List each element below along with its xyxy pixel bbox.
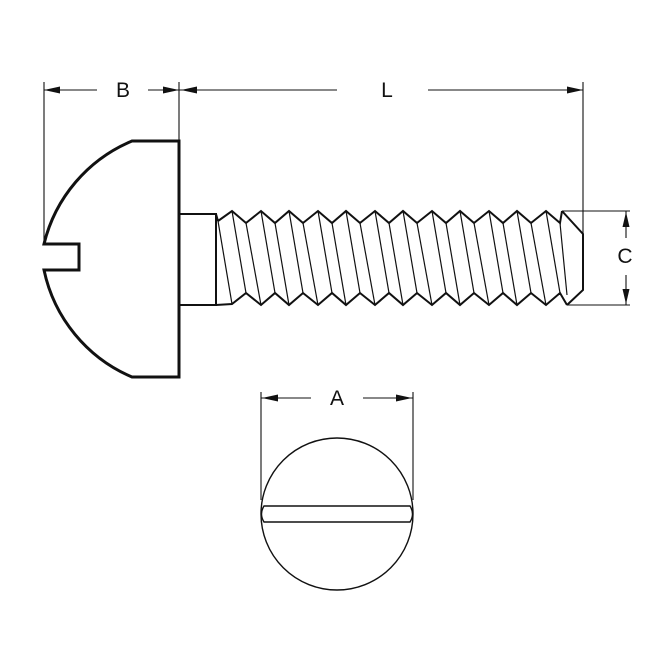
dimension-c: C xyxy=(562,210,633,306)
arrow-icon xyxy=(396,394,412,402)
dimension-l: L xyxy=(179,79,584,234)
thread-start-edge xyxy=(215,213,219,222)
arrow-icon xyxy=(163,86,179,94)
dim-a-label: A xyxy=(330,387,344,410)
head-slot xyxy=(260,505,414,523)
dimension-a: A xyxy=(260,387,414,500)
thread-tip-chamfer xyxy=(561,210,584,306)
dim-l-label: L xyxy=(381,79,393,102)
thread-top-profile xyxy=(217,209,563,225)
thread-body xyxy=(215,209,584,307)
arrow-icon xyxy=(262,394,278,402)
screw-head-outline xyxy=(42,139,181,379)
arrow-icon xyxy=(622,212,630,227)
arrow-icon xyxy=(622,289,630,304)
dimension-b: B xyxy=(43,79,180,244)
dim-c-label: C xyxy=(617,245,632,268)
arrow-icon xyxy=(44,86,60,94)
thread-helix-lines xyxy=(217,210,568,306)
shank-outline xyxy=(179,213,217,306)
arrow-icon xyxy=(567,86,583,94)
dim-b-label: B xyxy=(116,79,130,102)
thread-bottom-profile xyxy=(215,291,568,307)
arrow-icon xyxy=(181,86,197,94)
side-view xyxy=(42,139,584,379)
top-view xyxy=(260,437,414,591)
